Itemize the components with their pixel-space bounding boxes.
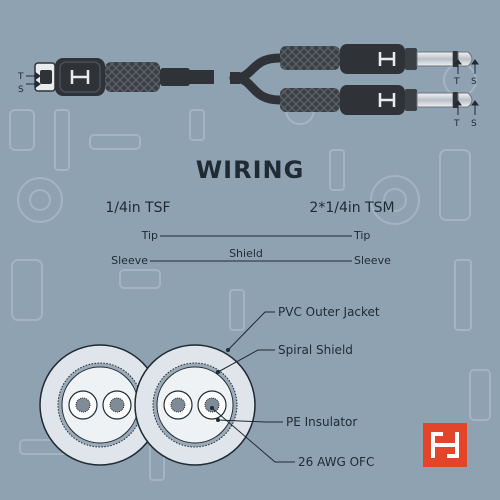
y-splitter-cable — [229, 53, 285, 105]
left-tip-label: T — [17, 72, 24, 82]
left-connector-header: 1/4in TSF — [105, 200, 170, 216]
right-top-sleeve-label: S — [471, 77, 477, 87]
conductor-label: 26 AWG OFC — [298, 455, 374, 469]
wiring-title: WIRING — [196, 156, 305, 184]
right-bottom-sleeve-label: S — [471, 119, 477, 129]
cable-cross-section-left — [39, 344, 161, 466]
tip-left-label: Tip — [141, 229, 158, 242]
cable-cross-section-right — [134, 344, 256, 466]
tip-right-label: Tip — [353, 229, 370, 242]
jacket-label: PVC Outer Jacket — [278, 305, 380, 319]
right-top-ts-plug — [280, 44, 473, 74]
shield-label: Shield — [229, 247, 263, 260]
right-top-tip-label: T — [453, 77, 460, 87]
hosa-logo-icon — [70, 70, 90, 84]
insulator-label: PE Insulator — [286, 415, 357, 429]
left-tsf-connector — [34, 58, 214, 96]
sleeve-left-label: Sleeve — [111, 254, 148, 267]
hosa-logo-icon — [378, 52, 396, 66]
hosa-logo-icon — [378, 93, 396, 107]
callout-lines — [211, 311, 295, 463]
sleeve-right-label: Sleeve — [354, 254, 391, 267]
right-bottom-tip-label: T — [453, 119, 460, 129]
spiral-shield-label: Spiral Shield — [278, 343, 353, 357]
hosa-brand-logo-icon — [423, 423, 467, 467]
right-bottom-ts-plug — [280, 85, 473, 115]
left-sleeve-label: S — [18, 85, 24, 95]
pin-markers — [26, 59, 479, 115]
right-connector-header: 2*1/4in TSM — [309, 200, 394, 216]
